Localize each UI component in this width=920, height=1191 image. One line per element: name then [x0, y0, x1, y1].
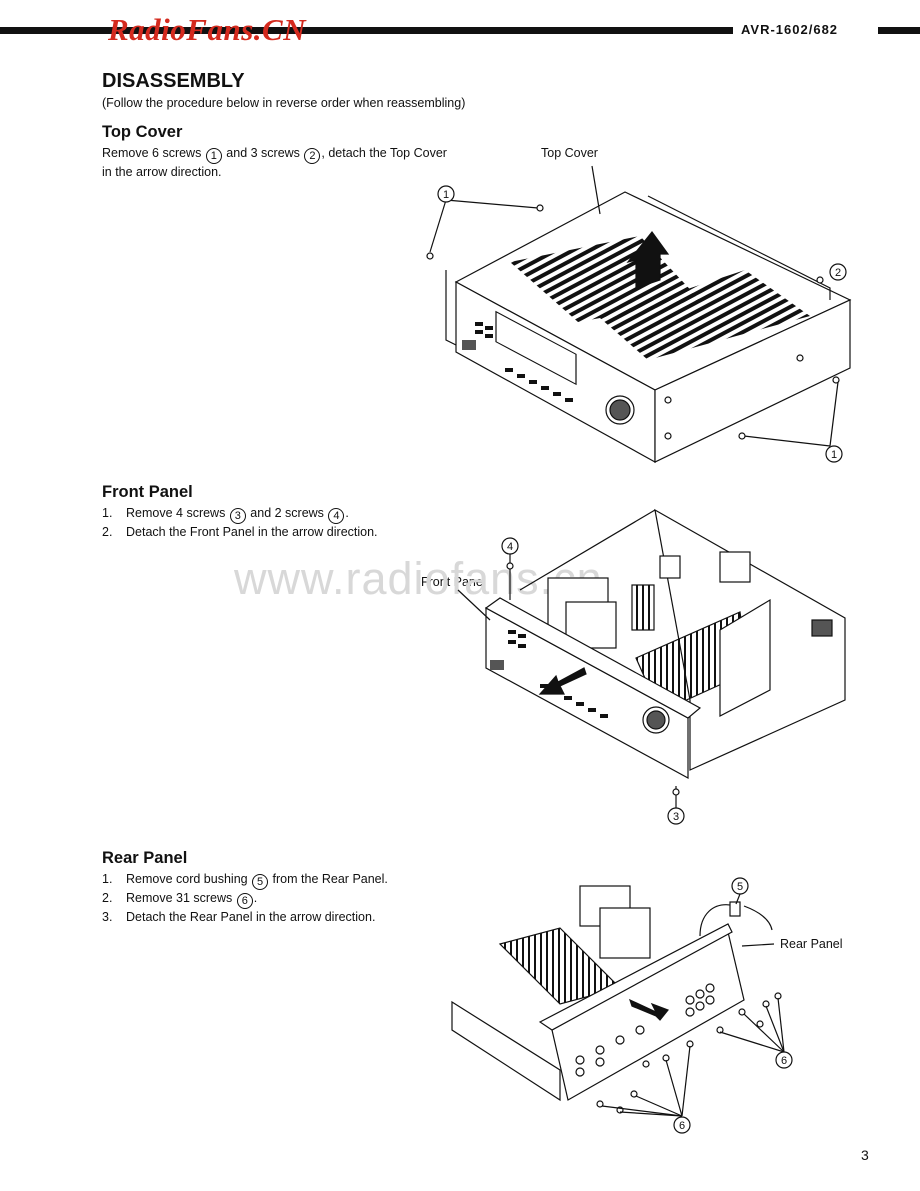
callout-3: 3 — [673, 811, 679, 823]
text-run: and 2 screws — [246, 506, 328, 520]
callout-number: 4 — [328, 508, 345, 524]
top-cover-heading: Top Cover — [102, 123, 183, 141]
site-logo: RadioFans.CN — [108, 12, 307, 47]
step-item: 1. Remove cord bushing 5 from the Rear Pa… — [102, 871, 388, 890]
callout-number: 3 — [229, 508, 246, 524]
rear-panel-steps: 1. Remove cord bushing 5 from the Rear Pa… — [102, 871, 388, 926]
front-panel-steps: 1. Remove 4 screws 3 and 2 screws 4. 2. De… — [102, 505, 378, 541]
callout-1-top: 1 — [443, 189, 449, 201]
header-rule-right — [878, 27, 920, 34]
text-run: Detach the Front Panel in the arrow dire… — [126, 525, 378, 539]
callout-number: 2 — [304, 148, 321, 164]
step-item: 1. Remove 4 screws 3 and 2 screws 4. — [102, 505, 378, 524]
callout-2: 2 — [835, 267, 841, 279]
callout-number: 6 — [236, 893, 253, 909]
step-item: 2. Remove 31 screws 6. — [102, 890, 388, 909]
page-title: DISASSEMBLY — [102, 70, 245, 92]
text-run: and 3 screws — [222, 146, 304, 160]
text-run: . — [253, 891, 258, 905]
receiver-top-cover-drawing — [426, 165, 852, 464]
text-run: Remove 6 screws — [102, 146, 205, 160]
model-number: AVR-1602/682 — [741, 22, 839, 37]
text-run: Remove cord bushing — [126, 872, 252, 886]
callout-6-right: 6 — [781, 1055, 787, 1067]
text-run: Remove 31 screws — [126, 891, 236, 905]
callout-5: 5 — [737, 881, 743, 893]
header-rule-left — [0, 27, 733, 34]
callout-4: 4 — [507, 541, 513, 553]
step-number: 1. — [102, 872, 113, 886]
step-item: 3. Detach the Rear Panel in the arrow dir… — [102, 909, 388, 926]
rear-panel-label: Rear Panel — [780, 937, 843, 951]
receiver-rear-panel-drawing — [451, 877, 793, 1134]
rear-panel-heading: Rear Panel — [102, 849, 188, 867]
step-number: 1. — [102, 506, 113, 520]
text-run: from the Rear Panel. — [269, 872, 388, 886]
step-number: 2. — [102, 525, 113, 539]
step-number: 2. — [102, 891, 113, 905]
callout-number: 5 — [252, 874, 269, 890]
callout-1-bottom: 1 — [831, 449, 837, 461]
callout-6-bottom: 6 — [679, 1120, 685, 1132]
page-number: 3 — [861, 1147, 869, 1163]
top-cover-instructions: Remove 6 screws 1 and 3 screws 2, detach… — [102, 145, 447, 181]
text-run: Detach the Rear Panel in the arrow direc… — [126, 910, 376, 924]
front-panel-heading: Front Panel — [102, 483, 193, 501]
front-panel-label: Front Panel — [421, 575, 486, 589]
step-number: 3. — [102, 910, 113, 924]
receiver-front-panel-drawing — [457, 508, 846, 825]
text-run: Remove 4 screws — [126, 506, 229, 520]
top-cover-label: Top Cover — [541, 146, 598, 160]
text-run: in the arrow direction. — [102, 165, 222, 179]
text-run: . — [345, 506, 349, 520]
step-item: 2. Detach the Front Panel in the arrow di… — [102, 524, 378, 541]
reassembly-note: (Follow the procedure below in reverse o… — [102, 96, 466, 110]
text-run: , detach the Top Cover — [321, 146, 447, 160]
